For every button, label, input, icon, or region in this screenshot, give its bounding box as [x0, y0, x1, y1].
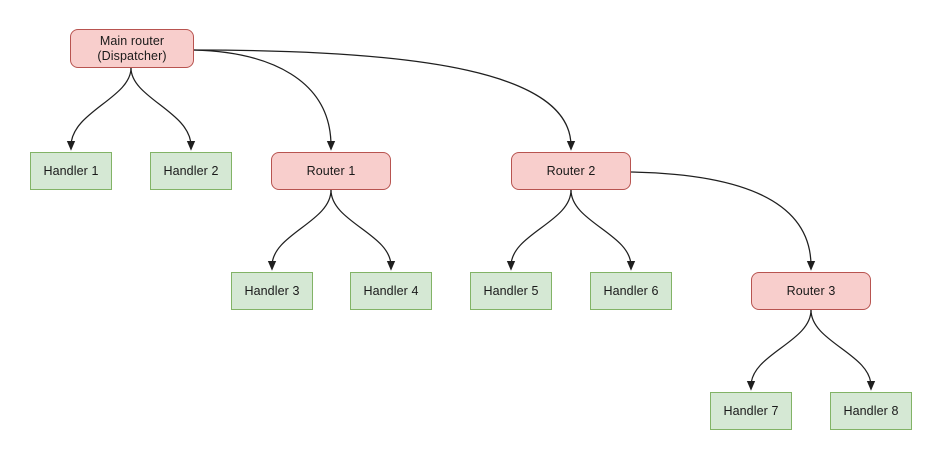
node-router-1[interactable]: Router 1 — [271, 152, 391, 190]
node-handler-4-label-line-1: Handler 4 — [363, 283, 419, 298]
edge-main-to-router-2 — [193, 49, 576, 151]
node-handler-1[interactable]: Handler 1 — [30, 152, 112, 190]
edge-main-to-handler-1 — [66, 67, 132, 151]
edge-main-to-router-1 — [193, 49, 336, 151]
edges-group — [66, 49, 876, 391]
node-handler-2[interactable]: Handler 2 — [150, 152, 232, 190]
edge-router-3-to-handler-8 — [810, 309, 876, 391]
node-main-router-label-line-2: (Dispatcher) — [97, 48, 167, 63]
node-router-3-label-line-1: Router 3 — [786, 283, 836, 298]
node-handler-3-label-line-1: Handler 3 — [244, 283, 300, 298]
node-handler-7[interactable]: Handler 7 — [710, 392, 792, 430]
node-main-router-label-line-1: Main router — [99, 33, 165, 48]
node-main-router[interactable]: Main router(Dispatcher) — [70, 29, 194, 68]
edge-router-1-to-handler-4 — [330, 189, 396, 271]
node-router-3[interactable]: Router 3 — [751, 272, 871, 310]
edge-router-2-to-router-3 — [630, 171, 816, 271]
edge-main-to-handler-2 — [130, 67, 196, 151]
node-handler-5[interactable]: Handler 5 — [470, 272, 552, 310]
node-handler-1-label-line-1: Handler 1 — [43, 163, 99, 178]
node-router-2-label-line-1: Router 2 — [546, 163, 596, 178]
node-handler-2-label-line-1: Handler 2 — [163, 163, 219, 178]
node-handler-6[interactable]: Handler 6 — [590, 272, 672, 310]
node-handler-8[interactable]: Handler 8 — [830, 392, 912, 430]
node-handler-3[interactable]: Handler 3 — [231, 272, 313, 310]
edge-router-2-to-handler-6 — [570, 189, 636, 271]
node-router-2[interactable]: Router 2 — [511, 152, 631, 190]
node-handler-6-label-line-1: Handler 6 — [603, 283, 659, 298]
node-handler-5-label-line-1: Handler 5 — [483, 283, 539, 298]
node-router-1-label-line-1: Router 1 — [306, 163, 356, 178]
edge-router-3-to-handler-7 — [746, 309, 812, 391]
node-handler-4[interactable]: Handler 4 — [350, 272, 432, 310]
edge-router-1-to-handler-3 — [267, 189, 332, 271]
node-handler-7-label-line-1: Handler 7 — [723, 403, 779, 418]
edge-router-2-to-handler-5 — [506, 189, 572, 271]
node-handler-8-label-line-1: Handler 8 — [843, 403, 899, 418]
